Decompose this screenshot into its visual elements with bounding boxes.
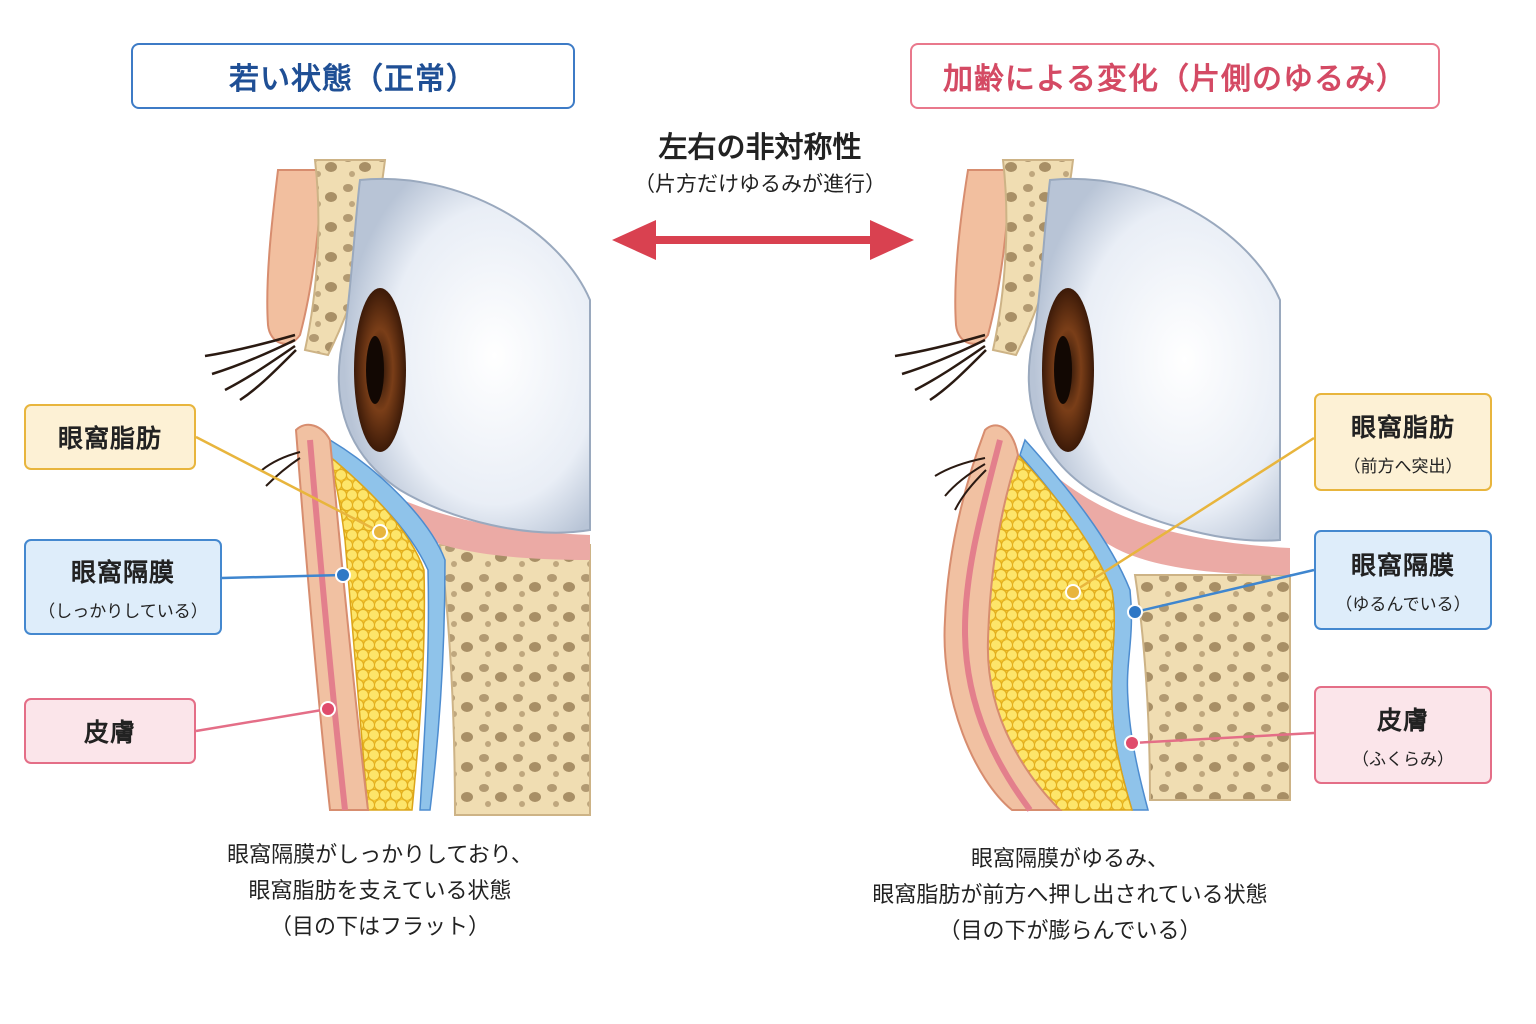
right-skin-label: 皮膚 （ふくらみ） <box>1314 686 1492 784</box>
right-fat-label: 眼窩脂肪 （前方へ突出） <box>1314 393 1492 491</box>
right-pupil <box>1054 336 1072 404</box>
left-eyeball <box>337 177 591 534</box>
left-lower-bone <box>438 544 591 816</box>
left-fat-leader <box>195 435 381 534</box>
right-skin-label-sub: （ふくらみ） <box>1352 749 1454 770</box>
right-fat-label-text: 眼窩脂肪 <box>1350 412 1455 442</box>
asymmetry-title: 左右の非対称性 <box>658 130 862 164</box>
left-orbital-tissue <box>330 455 590 560</box>
right-upper-lashes <box>894 333 987 402</box>
right-fat-dot <box>1065 584 1081 600</box>
asymmetry-arrow <box>612 220 914 260</box>
left-fat-label-text: 眼窩脂肪 <box>57 424 162 453</box>
left-septum-dot <box>335 567 351 583</box>
left-pupil <box>366 336 384 404</box>
left-septum-label-sub: （しっかりしている） <box>38 601 208 622</box>
normal-state-title-text: 若い状態（正常） <box>229 62 477 97</box>
right-skin-line <box>961 439 1033 812</box>
aging-caption-line: （目の下が膨らんでいる） <box>938 919 1202 944</box>
aging-caption-line: 眼窩隔膜がゆるみ、 <box>970 847 1169 872</box>
right-lower-bone <box>1133 574 1291 801</box>
left-septum-label: 眼窩隔膜 （しっかりしている） <box>24 539 222 635</box>
right-septum-label-text: 眼窩隔膜 <box>1350 550 1455 580</box>
left-fat-label: 眼窩脂肪 <box>24 404 196 470</box>
right-eye-illustration <box>894 159 1291 812</box>
left-leaders <box>195 435 388 733</box>
left-septum <box>324 438 446 811</box>
right-lower-skin <box>943 424 1063 811</box>
normal-caption-line: （目の下はフラット） <box>269 915 490 940</box>
right-skin-dot <box>1124 735 1140 751</box>
normal-caption-line: 眼窩脂肪を支えている状態 <box>248 879 512 904</box>
right-leaders <box>1065 436 1315 751</box>
right-fat-leader <box>1072 436 1315 594</box>
aging-state-title-text: 加齢による変化（片側のゆるみ） <box>942 62 1408 97</box>
normal-state-caption: 眼窩隔膜がしっかりしており、 眼窩脂肪を支えている状態 （目の下はフラット） <box>150 838 610 946</box>
left-skin-line <box>307 439 348 811</box>
right-skin-label-text: 皮膚 <box>1376 705 1429 735</box>
right-skin-leader <box>1131 731 1315 745</box>
normal-state-title: 若い状態（正常） <box>131 43 575 109</box>
right-eyeball <box>1027 177 1281 542</box>
right-fat-label-sub: （前方へ突出） <box>1343 456 1463 477</box>
aging-caption-line: 眼窩脂肪が前方へ押し出されている状態 <box>872 883 1268 908</box>
right-septum-label-sub: （ゆるんでいる） <box>1335 594 1471 615</box>
right-septum-label: 眼窩隔膜 （ゆるんでいる） <box>1314 530 1492 630</box>
normal-caption-line: 眼窩隔膜がしっかりしており、 <box>227 843 533 868</box>
left-septum-label-text: 眼窩隔膜 <box>70 557 175 587</box>
left-fat-dot <box>372 524 388 540</box>
aging-state-title: 加齢による変化（片側のゆるみ） <box>910 43 1440 109</box>
left-eye-illustration <box>204 159 591 816</box>
left-upper-lashes <box>204 333 297 402</box>
right-lower-lashes <box>934 457 987 511</box>
left-skin-label-text: 皮膚 <box>83 718 136 747</box>
right-septum-leader <box>1134 568 1315 614</box>
left-lower-lashes <box>261 451 301 487</box>
right-septum-dot <box>1127 604 1143 620</box>
left-orbital-fat <box>326 452 426 811</box>
asymmetry-subtitle: （片方だけゆるみが進行） <box>634 172 886 196</box>
left-septum-leader <box>221 573 344 580</box>
left-skin-dot <box>320 701 336 717</box>
aging-state-caption: 眼窩隔膜がゆるみ、 眼窩脂肪が前方へ押し出されている状態 （目の下が膨らんでいる… <box>790 842 1350 950</box>
left-skin-label: 皮膚 <box>24 698 196 764</box>
left-skin-leader <box>195 707 329 733</box>
